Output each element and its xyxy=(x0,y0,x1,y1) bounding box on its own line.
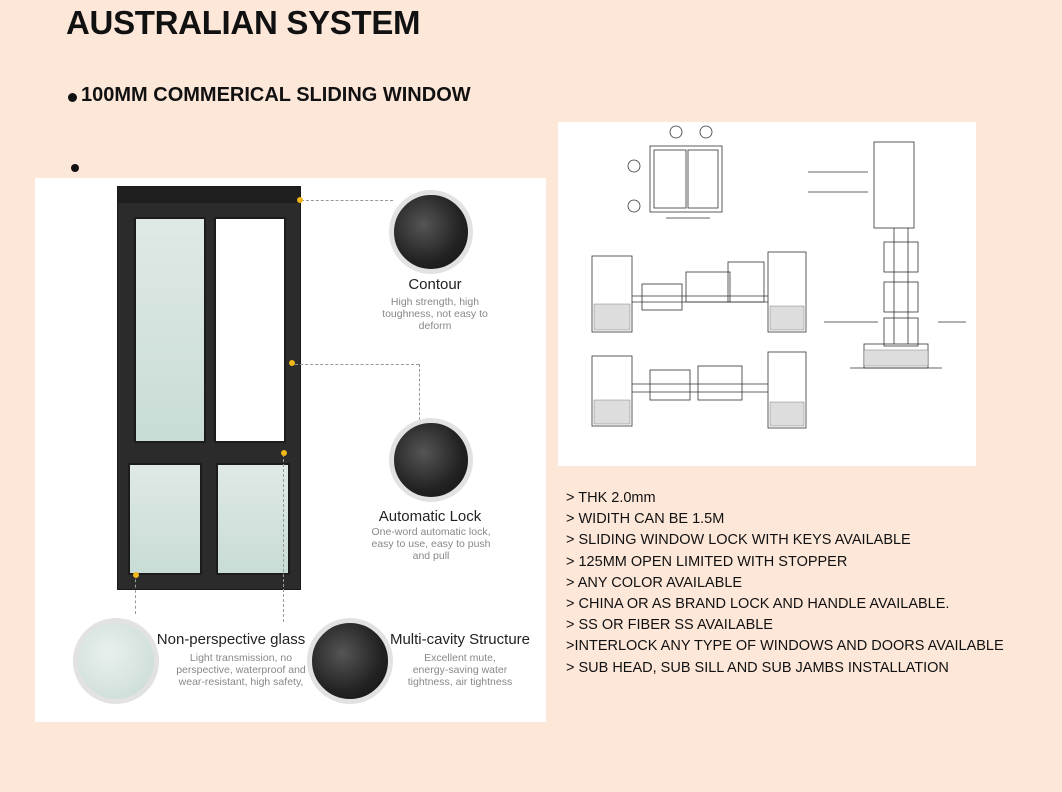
spec-list: > THK 2.0mm > WIDITH CAN BE 1.5M > SLIDI… xyxy=(566,488,1004,679)
sliding-window-image xyxy=(117,186,301,590)
spec-item: > SUB HEAD, SUB SILL AND SUB JAMBS INSTA… xyxy=(566,659,949,676)
bullet-icon xyxy=(68,92,77,102)
technical-drawing xyxy=(558,122,976,466)
spec-item: > SLIDING WINDOW LOCK WITH KEYS AVAILABL… xyxy=(566,532,911,549)
contour-description: High strength, high toughness, not easy … xyxy=(382,296,488,332)
cavity-title: Multi-cavity Structure xyxy=(389,631,531,648)
page-title: AUSTRALIAN SYSTEM xyxy=(66,4,421,41)
cavity-description: Excellent mute, energy-saving water tigh… xyxy=(407,652,513,688)
lock-description: One-word automatic lock, easy to use, ea… xyxy=(371,526,491,562)
callout-line-contour xyxy=(301,200,393,201)
spec-item: > WIDITH CAN BE 1.5M xyxy=(566,511,725,528)
cavity-detail-image xyxy=(307,618,393,704)
clear-pane-top-right xyxy=(214,217,286,443)
callout-line-cavity xyxy=(283,454,284,622)
spec-item: > THK 2.0mm xyxy=(566,490,656,506)
spec-item: > CHINA OR AS BRAND LOCK AND HANDLE AVAI… xyxy=(566,596,950,613)
glass-title: Non-perspective glass xyxy=(156,631,306,648)
callout-line-glass xyxy=(135,574,136,614)
spec-item: > 125MM OPEN LIMITED WITH STOPPER xyxy=(566,553,848,570)
window-top-rail xyxy=(118,187,300,203)
page-subtitle: 100MM COMMERICAL SLIDING WINDOW xyxy=(68,84,471,107)
callout-line-lock-vertical xyxy=(419,364,420,420)
bullet-icon xyxy=(71,164,79,172)
frosted-pane-bottom-right xyxy=(216,463,290,575)
lock-detail-image xyxy=(389,418,473,502)
spec-item: >INTERLOCK ANY TYPE OF WINDOWS AND DOORS… xyxy=(566,638,1004,655)
subtitle-text: 100MM COMMERICAL SLIDING WINDOW xyxy=(81,84,471,106)
elevation-outline xyxy=(649,145,723,213)
frosted-pane-bottom-left xyxy=(128,463,202,575)
callout-line-lock xyxy=(295,364,419,365)
glass-description: Light transmission, no perspective, wate… xyxy=(176,652,306,688)
spec-item: > ANY COLOR AVAILABLE xyxy=(566,574,743,591)
drawing-svg xyxy=(591,125,966,429)
lock-title: Automatic Lock xyxy=(378,508,482,525)
contour-detail-image xyxy=(389,190,473,274)
glass-detail-image xyxy=(73,618,159,704)
product-illustration: Contour High strength, high toughness, n… xyxy=(35,178,546,722)
marker-dot xyxy=(297,197,303,203)
frosted-pane-top-left xyxy=(134,217,206,443)
marker-dot xyxy=(289,360,295,366)
marker-dot xyxy=(133,572,139,578)
contour-title: Contour xyxy=(408,276,462,293)
marker-dot xyxy=(281,450,287,456)
spec-item: > SS OR FIBER SS AVAILABLE xyxy=(566,617,773,634)
